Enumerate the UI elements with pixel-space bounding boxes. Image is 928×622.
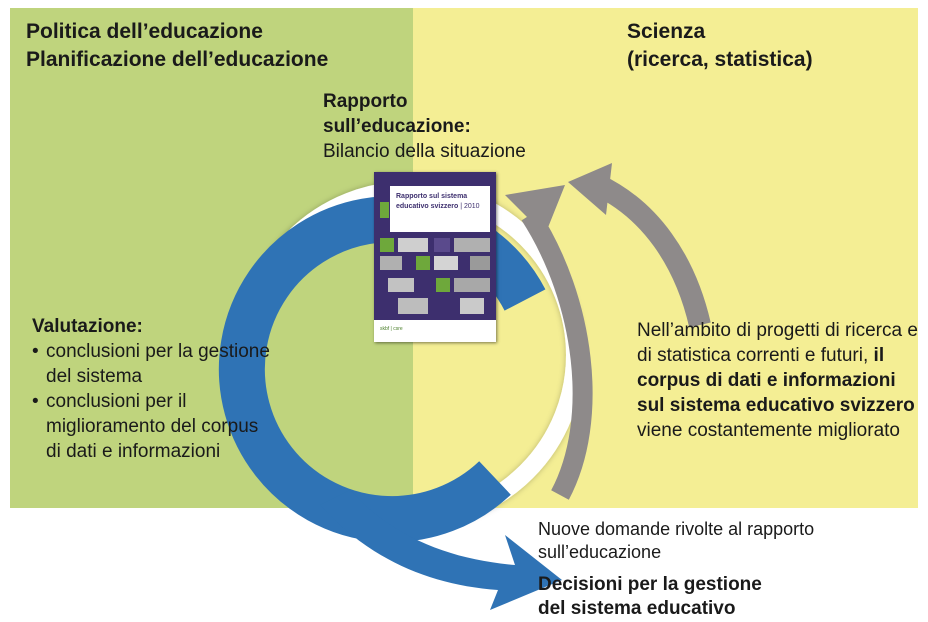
decisioni-line1: Decisioni per la gestione (538, 574, 762, 595)
cover-logo: skbf | csre (380, 326, 403, 332)
ricerca-text-pre: Nell’ambito di progetti di ricerca e di … (637, 320, 918, 366)
politics-heading: Politica dell’educazione Planificazione … (26, 18, 328, 74)
valutazione-bullet-1: conclusioni per la gestione del sistema (32, 339, 272, 389)
cover-title-line1: Rapporto sul sistema (396, 193, 468, 200)
cover-tile (388, 278, 414, 292)
cover-tile (380, 202, 389, 218)
outer-research-arrow-shaft (593, 175, 711, 328)
valutazione-bullet-2: conclusioni per il miglioramento del cor… (32, 389, 272, 464)
inner-research-arrow-shaft (521, 209, 593, 500)
cover-tile (398, 298, 428, 314)
nuove-domande-text: Nuove domande rivolte al rapporto sull’e… (538, 519, 815, 562)
cover-tile (454, 238, 490, 252)
cover-title-area: Rapporto sul sistema educativo svizzero … (390, 186, 490, 232)
cover-title: Rapporto sul sistema educativo svizzero … (396, 193, 480, 210)
cover-tile (454, 278, 490, 292)
rapporto-title-line2: sull’educazione: (323, 116, 471, 137)
decisioni-block: Decisioni per la gestione del sistema ed… (538, 573, 762, 621)
valutazione-title: Valutazione: (32, 316, 143, 337)
cover-tile (470, 256, 490, 270)
science-heading-line2: (ricerca, statistica) (627, 48, 813, 71)
valutazione-block: Valutazione: conclusioni per la gestione… (32, 314, 272, 464)
decisioni-line2: del sistema educativo (538, 598, 736, 619)
cover-year: 2010 (463, 203, 480, 210)
report-cover-image: Rapporto sul sistema educativo svizzero … (374, 172, 496, 342)
valutazione-list: conclusioni per la gestione del sistema … (32, 339, 272, 464)
rapporto-block: Rapporto sull’educazione: Bilancio della… (323, 89, 526, 164)
politics-heading-line2: Planificazione dell’educazione (26, 48, 329, 71)
science-heading-line1: Scienza (627, 20, 706, 43)
cover-title-line2: educativo svizzero (396, 203, 459, 210)
rapporto-subtitle: Bilancio della situazione (323, 141, 526, 162)
decision-arrow (320, 490, 562, 610)
cover-tile (416, 256, 430, 270)
science-heading: Scienza (ricerca, statistica) (627, 18, 813, 74)
inner-research-arrowhead (505, 185, 565, 235)
rapporto-title-line1: Rapporto (323, 91, 408, 112)
ricerca-paragraph: Nell’ambito di progetti di ricerca e di … (637, 318, 925, 443)
outer-research-arrowhead (568, 163, 612, 215)
cover-tile (434, 256, 458, 270)
ricerca-text-bold: il corpus di dati e informazioni sul sis… (637, 345, 915, 416)
cover-tile (436, 278, 450, 292)
cover-tile (460, 298, 484, 314)
cover-tile (434, 238, 450, 252)
ricerca-text-post: viene costantemente migliorato (637, 420, 900, 441)
politics-heading-line1: Politica dell’educazione (26, 20, 263, 43)
cover-tile (380, 256, 402, 270)
cover-tile (398, 238, 428, 252)
cover-tile (380, 238, 394, 252)
cover-footer: skbf | csre (374, 320, 496, 342)
